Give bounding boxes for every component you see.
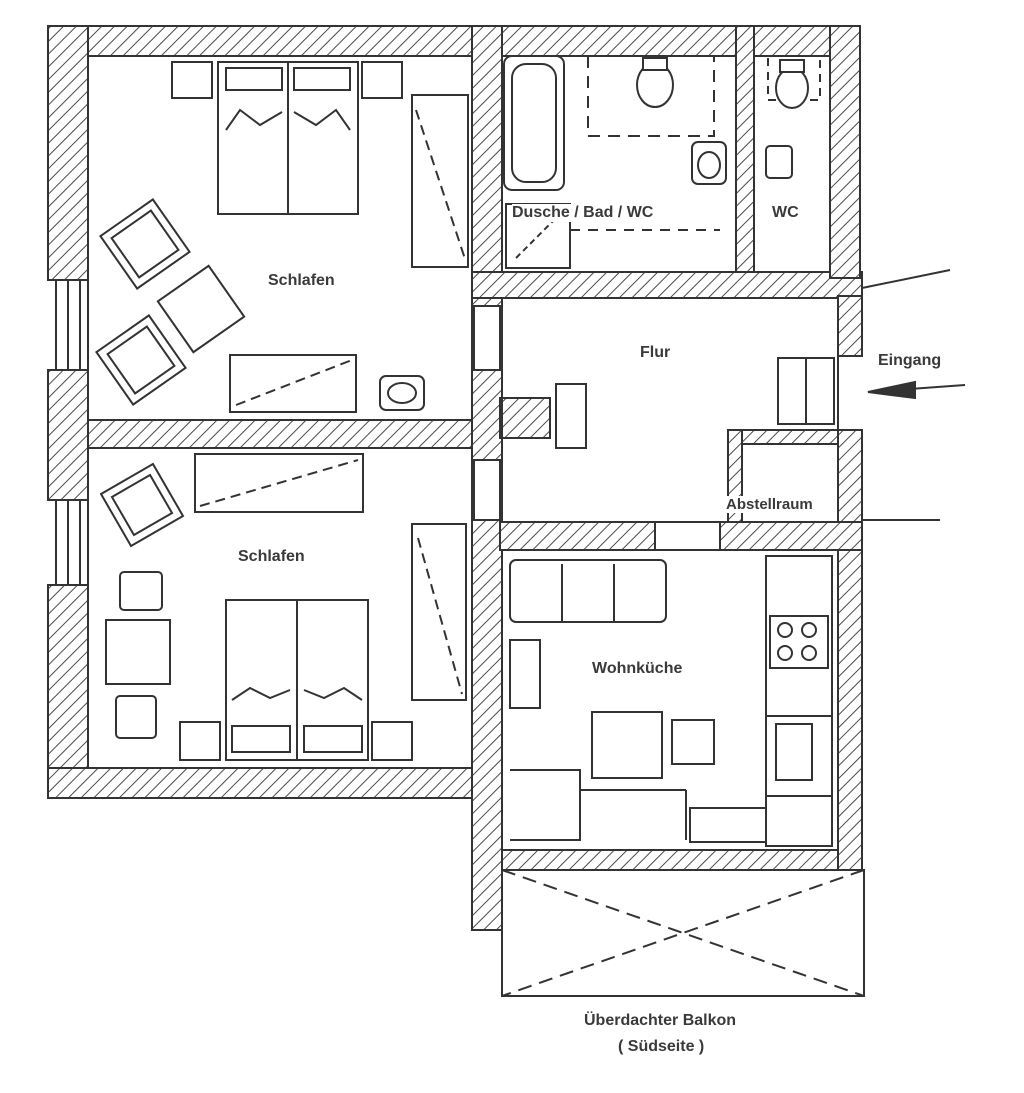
kitchen-cabinet-low [689,807,767,843]
wall-flur-stub [499,397,551,439]
entrance-arrow-icon [867,380,916,400]
wall-bedroom-bottom [47,767,501,799]
chest-of-drawers [194,453,364,513]
side-table [156,264,246,354]
wall-right-lower [837,429,863,921]
room-label-wohnkueche: Wohnküche [592,660,683,677]
wall-mid-upper [471,25,503,307]
chair-bottom [115,695,157,739]
door-opening-top [473,305,501,371]
wall-bath-wc [735,25,755,277]
room-label-flur: Flur [640,344,671,361]
room-wc [753,55,831,273]
fixtures-bad [503,55,727,269]
room-label-abstellraum: Abstellraum [726,496,813,513]
wall-bedroom-divider [87,419,499,449]
side-cabinet [509,639,541,709]
furniture-flur [555,357,835,522]
table [105,619,171,685]
wardrobe-2 [411,523,467,701]
sink-wc [765,145,793,179]
shoe-cabinet [555,383,587,449]
sofa [509,559,667,623]
dining-table [591,711,663,779]
stove [769,615,829,669]
wall-left-mid [47,369,89,501]
door-opening-bottom [473,459,501,521]
armchair-2 [95,314,187,406]
nightstand-4 [371,721,413,761]
wall-right-entrance-top [837,295,863,357]
balcony-title: Überdachter Balkon [584,1012,737,1029]
wall-left-lower [47,584,89,798]
room-flur [501,297,839,523]
wall-left-upper [47,25,89,281]
wall-mid-lower [471,519,503,931]
room-label-bad: Dusche / Bad / WC [512,204,654,222]
nightstand-right [361,61,403,99]
wall-storage-top [727,429,839,445]
furniture-schlafen-bottom [99,453,467,761]
balcony-subtitle: ( Südseite ) [618,1038,705,1055]
wall-kitchen-top-right [719,521,863,551]
wall-right-upper [829,25,861,279]
kitchen-sink [775,723,813,781]
nightstand-3 [179,721,221,761]
furniture-wohnkueche [509,555,833,847]
walls [47,25,863,931]
fixtures-wc [765,55,821,179]
entrance-label: Eingang [878,352,942,369]
chair-top [119,571,163,611]
toilet-area [587,55,715,137]
windows [55,279,501,586]
room-label-wc: WC [772,204,799,221]
furniture-schlafen-top [95,61,469,413]
balcony [501,849,865,997]
armchair-1 [99,198,191,290]
dresser [229,354,357,413]
wardrobe [411,94,469,268]
room-label-schlafen-bottom: Schlafen [238,548,305,565]
wall-kitchen-top-left [499,521,656,551]
toilet-bowl-2 [775,67,809,109]
kitchen-counter [765,555,833,847]
room-schlafen-bottom [87,447,473,769]
room-label-schlafen-top: Schlafen [268,272,335,289]
corner-bench [510,769,581,841]
dining-chair [671,719,715,765]
armchair-3 [99,462,185,548]
wall-mid-centre [471,369,503,461]
room-schlafen-top [87,55,473,421]
wall-bath-bottom [471,271,863,299]
nightstand-left [171,61,213,99]
balcony-door-frame [501,849,839,871]
entrance-marker [861,269,966,521]
